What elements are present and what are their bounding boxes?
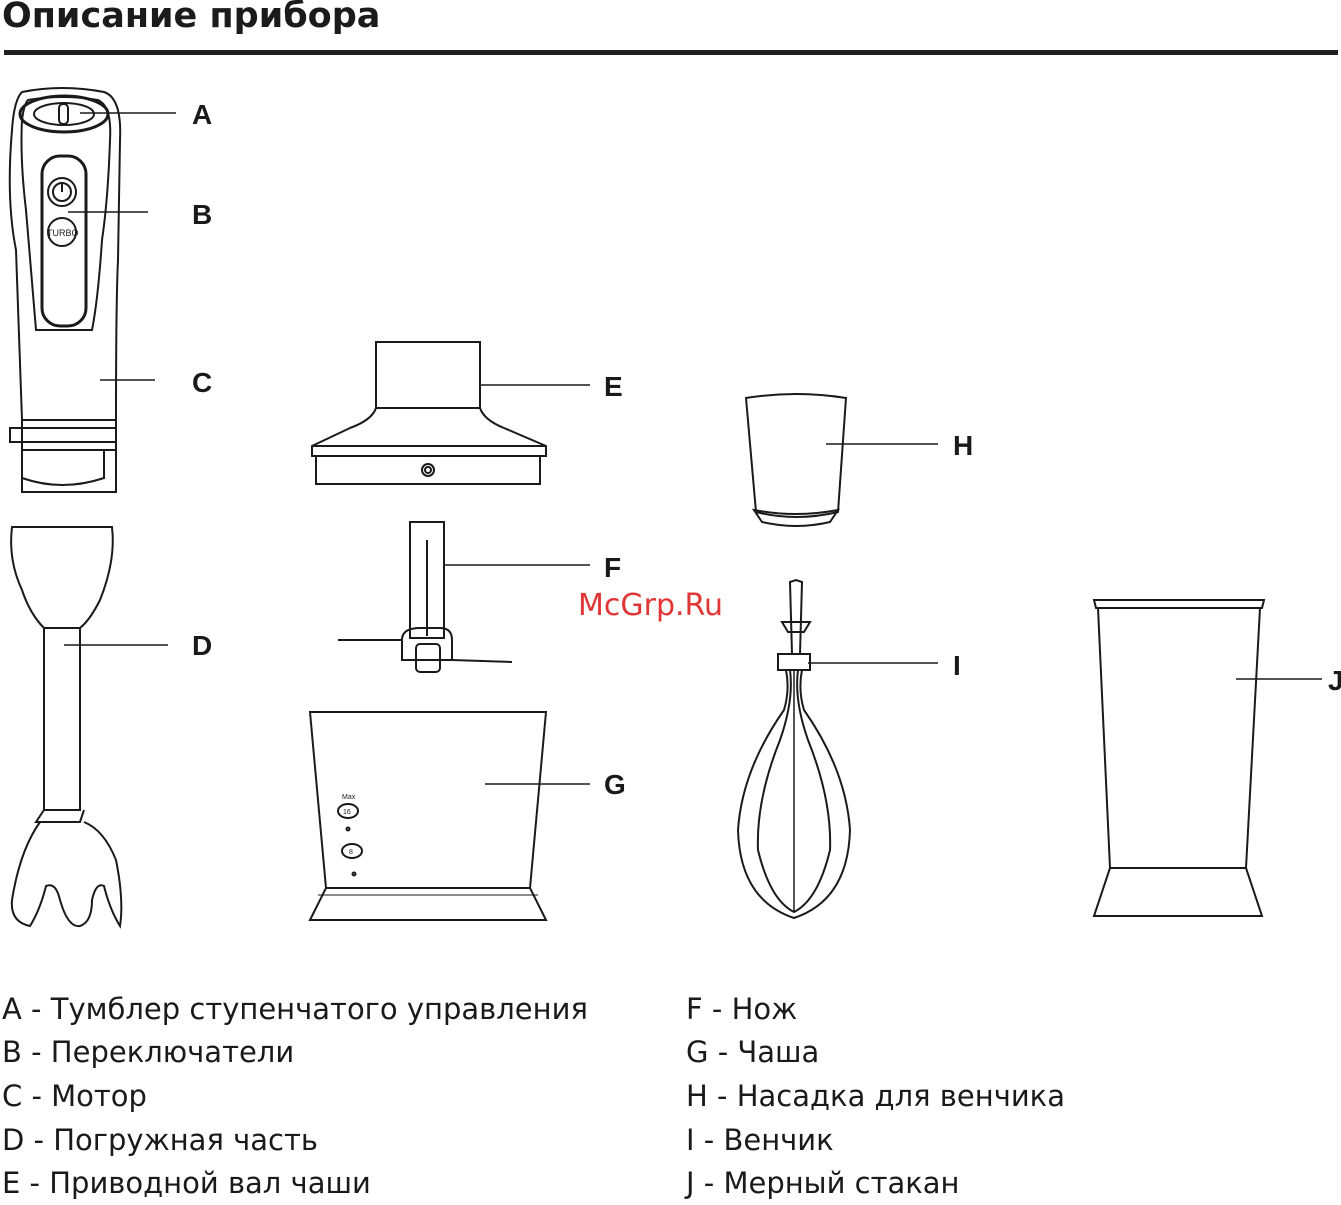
whisk-adapter-illustration <box>746 394 846 526</box>
motor-handle-illustration <box>10 88 120 492</box>
blade-illustration <box>338 522 512 672</box>
legend-item-i: I - Венчик <box>686 1123 834 1157</box>
label-i: I <box>953 650 961 681</box>
label-e: E <box>604 371 623 402</box>
watermark-text: McGrp.Ru <box>578 588 723 623</box>
legend-item-j: J - Мерный стакан <box>686 1166 960 1200</box>
label-g: G <box>604 769 626 800</box>
bowl-mark-8: 8 <box>349 849 353 856</box>
label-h: H <box>953 430 973 461</box>
turbo-button-label: TURBO <box>47 228 79 238</box>
bowl-drive-lid-illustration <box>312 342 546 484</box>
legend-item-f: F - Нож <box>686 992 797 1026</box>
legend-item-d: D - Погружная часть <box>2 1123 318 1157</box>
legend-item-e: E - Приводной вал чаши <box>2 1166 371 1200</box>
label-j: J <box>1328 665 1341 696</box>
legend-item-h: H - Насадка для венчика <box>686 1079 1065 1113</box>
bowl-illustration <box>310 712 546 920</box>
blending-shaft-illustration <box>11 527 121 926</box>
whisk-illustration <box>738 580 850 918</box>
legend-item-g: G - Чаша <box>686 1035 819 1069</box>
label-f: F <box>604 552 621 583</box>
label-a: A <box>192 99 212 130</box>
legend-item-c: C - Мотор <box>2 1079 147 1113</box>
label-c: C <box>192 367 212 398</box>
label-d: D <box>192 630 212 661</box>
label-b: B <box>192 199 212 230</box>
measuring-cup-illustration <box>1094 600 1264 916</box>
legend-item-b: B - Переключатели <box>2 1035 294 1069</box>
bowl-max-mark: Max <box>342 794 356 801</box>
legend-item-a: A - Тумблер ступенчатого управления <box>2 992 588 1026</box>
bowl-mark-16: 16 <box>343 809 351 816</box>
